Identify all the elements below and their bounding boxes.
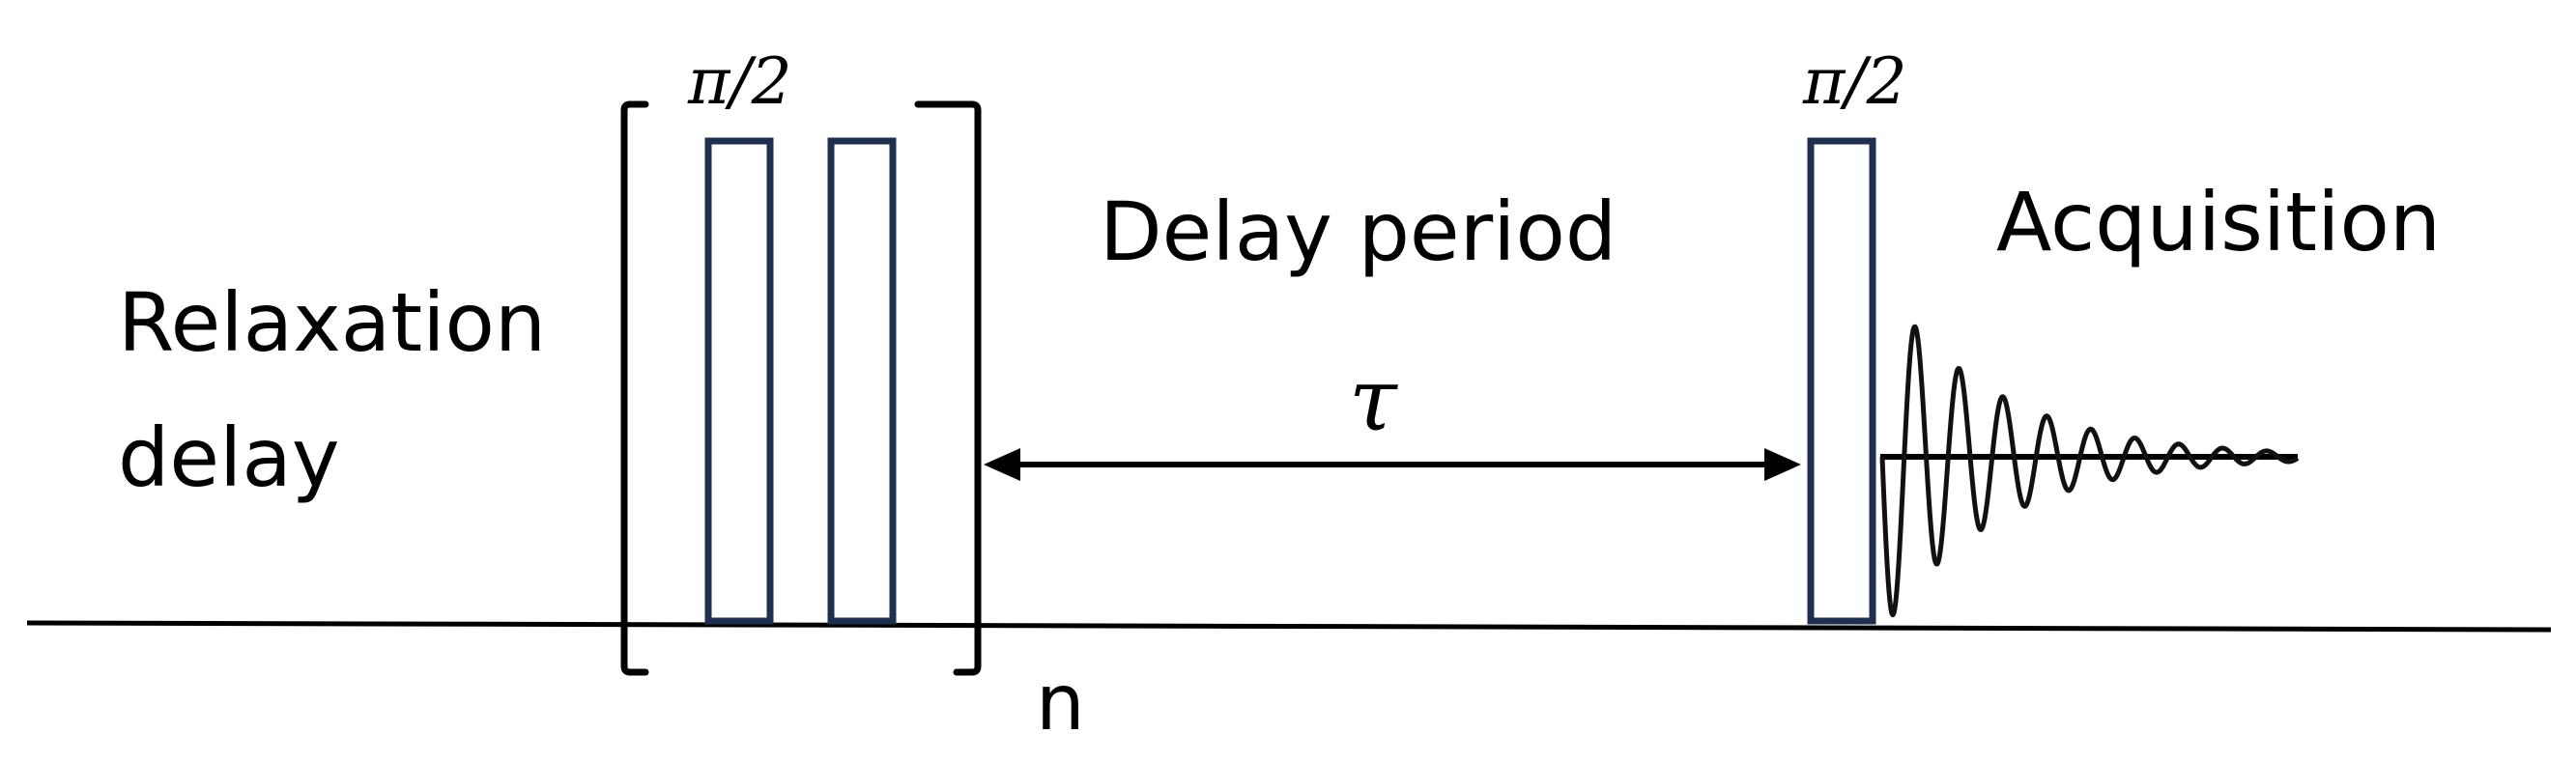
fid-signal xyxy=(1879,324,2300,618)
left-bracket xyxy=(620,100,649,676)
pulse-block-3 xyxy=(1807,137,1876,625)
second-pulse-label: π/2 xyxy=(1803,44,1907,119)
tau-label: τ xyxy=(1349,350,1397,451)
pulse-block-1 xyxy=(704,137,774,625)
delay-arrow-left-head xyxy=(984,448,1020,481)
delay-arrow-right-head xyxy=(1764,448,1801,481)
delay-period-label: Delay period xyxy=(1100,184,1617,279)
pulse-block-2 xyxy=(827,137,897,625)
relaxation-delay-label-line2: delay xyxy=(118,410,340,505)
repeat-count-label: n xyxy=(1036,658,1085,748)
first-pulse-label: π/2 xyxy=(688,44,792,119)
baseline xyxy=(26,620,2552,633)
relaxation-delay-label-line1: Relaxation xyxy=(118,275,547,370)
right-bracket xyxy=(914,100,982,676)
acquisition-label: Acquisition xyxy=(1996,175,2442,269)
